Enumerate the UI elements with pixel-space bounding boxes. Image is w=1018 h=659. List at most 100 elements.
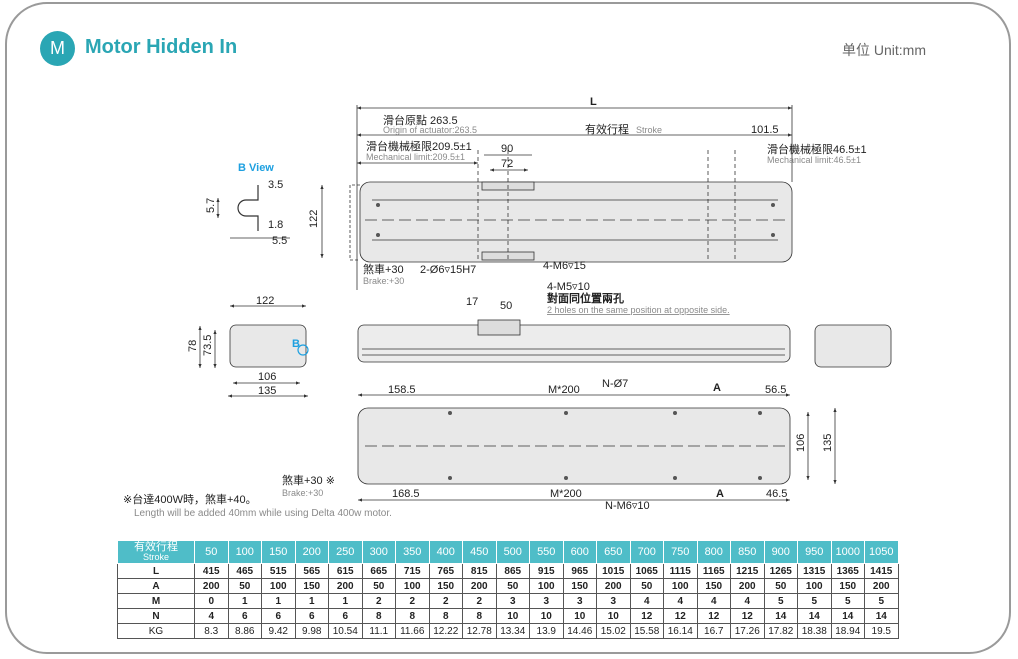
top-view-body [359,181,793,263]
stroke-col-header: 300 [361,540,396,564]
dim-end-122: 122 [256,295,274,307]
table-cell: 4 [696,593,731,609]
stroke-col-header: 900 [763,540,798,564]
table-cell: 2 [428,593,463,609]
brake-label-en: Brake:+30 [363,276,404,286]
dim-5-7: 5.7 [205,198,217,213]
opposite-label-cn: 對面同位置兩孔 [547,291,624,305]
table-cell: 3 [596,593,631,609]
row-label: A [117,578,195,594]
stroke-col-header: 850 [730,540,765,564]
table-cell: 150 [294,578,329,594]
table-cell: 8.3 [194,623,229,639]
opposite-label-en: 2 holes on the same position at opposite… [547,305,730,315]
table-cell: 100 [529,578,564,594]
stroke-col-header: 1050 [864,540,899,564]
table-cell: 16.7 [696,623,731,639]
table-cell: 765 [428,563,463,579]
table-cell: 12 [663,608,698,624]
table-cell: 5 [797,593,832,609]
dim-56-5: 56.5 [765,384,786,396]
table-cell: 465 [227,563,262,579]
hole-4-m6-label: 4-M6▿15 [543,260,586,272]
table-cell: 15.58 [629,623,664,639]
mech-limit-right-en: Mechanical limit:46.5±1 [767,155,861,165]
table-cell: 6 [294,608,329,624]
table-cell: 665 [361,563,396,579]
motor-note-cn: ※台達400W時，煞車+40。 [123,492,257,506]
table-cell: 0 [194,593,229,609]
hole-n-07-label: N-Ø7 [602,378,628,390]
table-cell: 100 [395,578,430,594]
stroke-col-header: 200 [294,540,329,564]
table-cell: 4 [663,593,698,609]
origin-label-cn: 滑台原點 263.5 [383,113,458,127]
stroke-col-header: 450 [462,540,497,564]
row-label: M [117,593,195,609]
dim-106: 106 [795,434,807,452]
table-cell: 965 [562,563,597,579]
table-cell: 415 [194,563,229,579]
table-cell: 1 [227,593,262,609]
table-cell: 1015 [596,563,631,579]
stroke-col-header: 650 [596,540,631,564]
table-cell: 11.1 [361,623,396,639]
table-cell: 8 [462,608,497,624]
table-cell: 1 [261,593,296,609]
table-cell: 14 [763,608,798,624]
table-cell: 15.02 [596,623,631,639]
table-cell: 14 [864,608,899,624]
table-cell: 12.22 [428,623,463,639]
table-cell: 150 [562,578,597,594]
dim-end-73-5: 73.5 [202,335,214,356]
row-label: N [117,608,195,624]
table-cell: 1365 [830,563,865,579]
table-cell: 3 [562,593,597,609]
dim-a-bottom: A [716,488,724,500]
dim-end-78: 78 [187,340,199,352]
table-cell: 50 [361,578,396,594]
table-cell: 2 [395,593,430,609]
table-cell: 815 [462,563,497,579]
table-cell: 3 [495,593,530,609]
table-cell: 1115 [663,563,698,579]
dim-3-5: 3.5 [268,179,283,191]
section-badge: M [40,31,75,66]
table-cell: 10 [562,608,597,624]
table-cell: 8 [395,608,430,624]
dim-135: 135 [822,434,834,452]
table-cell: 5 [763,593,798,609]
table-cell: 1165 [696,563,731,579]
table-cell: 200 [730,578,765,594]
table-cell: 16.14 [663,623,698,639]
table-cell: 19.5 [864,623,899,639]
table-cell: 565 [294,563,329,579]
page-title: Motor Hidden In [85,36,238,58]
table-cell: 200 [328,578,363,594]
hole-4-m5-label: 4-M5▿10 [547,281,590,293]
table-cell: 1265 [763,563,798,579]
table-cell: 100 [797,578,832,594]
table-cell: 17.82 [763,623,798,639]
table-cell: 10 [596,608,631,624]
dim-L: L [590,96,597,108]
dim-m200-top: M*200 [548,384,580,396]
table-cell: 100 [261,578,296,594]
table-cell: 150 [428,578,463,594]
page-frame [5,2,1011,654]
table-cell: 13.34 [495,623,530,639]
table-cell: 100 [663,578,698,594]
table-cell: 4 [629,593,664,609]
table-cell: 12 [629,608,664,624]
brake2-label-cn: 煞車+30 ※ [282,473,335,487]
table-cell: 17.26 [730,623,765,639]
stroke-col-header: 600 [562,540,597,564]
table-cell: 1215 [730,563,765,579]
stroke-col-header: 750 [663,540,698,564]
table-cell: 14 [830,608,865,624]
